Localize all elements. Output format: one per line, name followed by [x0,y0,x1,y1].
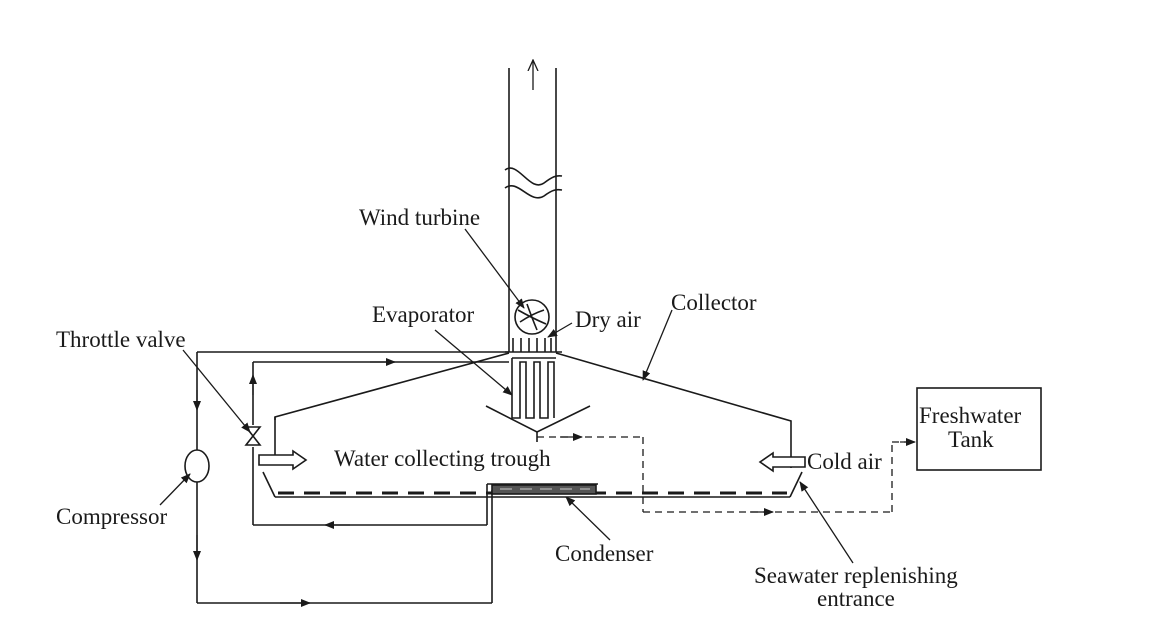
chimney [504,60,563,352]
throttle-valve [244,426,262,446]
label-tank: Tank [948,427,994,452]
freshwater-tank [916,387,1042,471]
leader-lines [159,228,854,564]
label-water-collecting-trough: Water collecting trough [334,446,551,471]
label-throttle-valve: Throttle valve [56,327,186,352]
freshwater-arrows [560,433,916,516]
label-collector: Collector [671,290,757,315]
cold-air-arrow-right [758,451,806,473]
label-cold-air: Cold air [807,449,882,474]
label-wind-turbine: Wind turbine [359,205,480,230]
label-entrance: entrance [817,586,895,611]
left-basin-edge [262,471,276,498]
cold-air-arrow-left [258,449,308,471]
compressor [184,449,210,483]
refrigerant-loop [196,351,598,604]
wind-turbine [514,299,550,335]
label-freshwater: Freshwater [919,403,1022,428]
label-dry-air: Dry air [575,307,641,332]
label-compressor: Compressor [56,504,168,529]
condenser [491,484,597,495]
evaporator [505,338,562,419]
label-seawater-replenishing: Seawater replenishing [754,563,958,588]
label-evaporator: Evaporator [372,302,475,327]
flow-arrows [193,358,396,607]
right-basin-edge [789,471,803,498]
basin-floor [275,491,790,498]
label-condenser: Condenser [555,541,654,566]
water-trough [485,405,591,433]
